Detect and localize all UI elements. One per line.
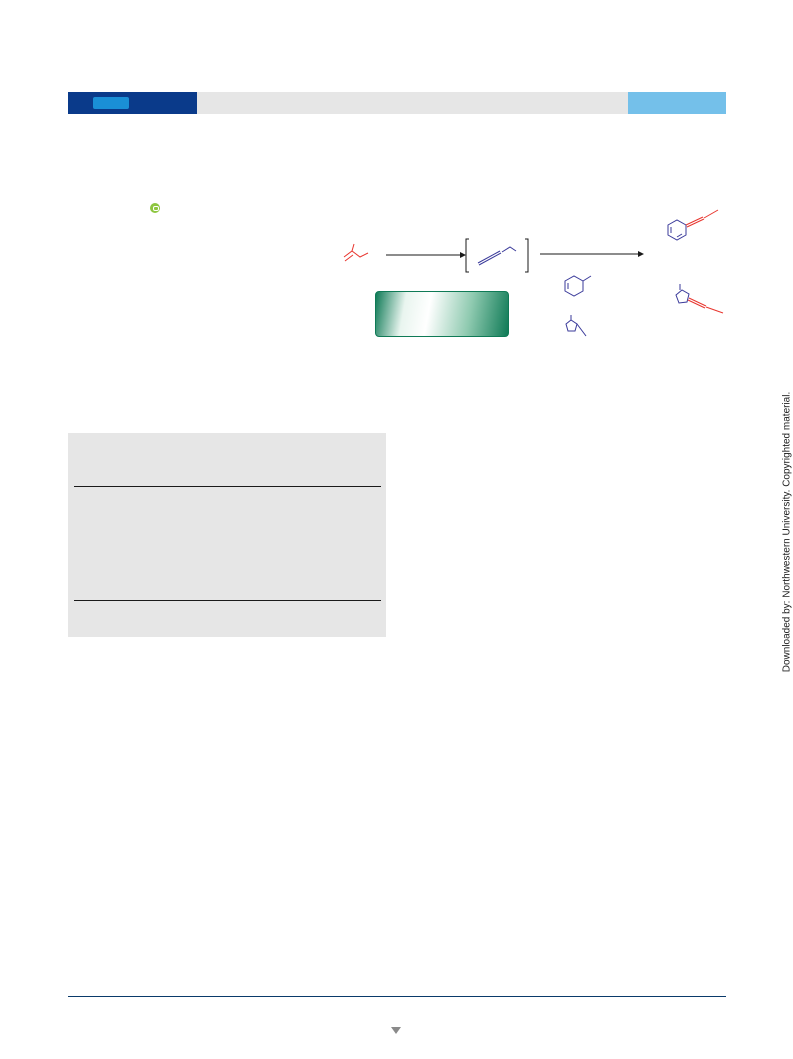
heteroarylalkyne-product-structure [675, 284, 690, 304]
info-box-divider-top [74, 486, 381, 487]
arene-reagent-structure [564, 275, 592, 297]
footer-divider [68, 996, 726, 997]
reaction-arrow-2-head [638, 251, 644, 257]
reaction-arrow-1-head [460, 252, 466, 258]
download-notice: Downloaded by: Northwestern University. … [780, 380, 793, 685]
open-access-icon[interactable] [150, 203, 160, 213]
journal-header-bar [68, 92, 726, 114]
article-info-box [68, 433, 386, 637]
heteroarene-reagent-structure [565, 315, 587, 337]
reactant-structure [343, 243, 369, 262]
journal-header-section-block [68, 92, 197, 114]
download-notice-text: Downloaded by: Northwestern University. … [781, 391, 793, 673]
journal-header-right-block [628, 92, 726, 114]
chevron-down-icon[interactable] [391, 1027, 401, 1034]
intermediate-structure [477, 246, 517, 266]
arylalkyne-product-structure [667, 219, 687, 241]
info-box-divider-bottom [74, 600, 381, 601]
graphical-abstract-banner[interactable] [375, 291, 509, 337]
reaction-scheme [343, 209, 724, 337]
journal-header-tab[interactable] [93, 97, 129, 109]
intermediate-bracket [465, 238, 529, 273]
arylalkyne-product-chain [685, 209, 719, 228]
heteroarylalkyne-product-chain [687, 297, 724, 314]
